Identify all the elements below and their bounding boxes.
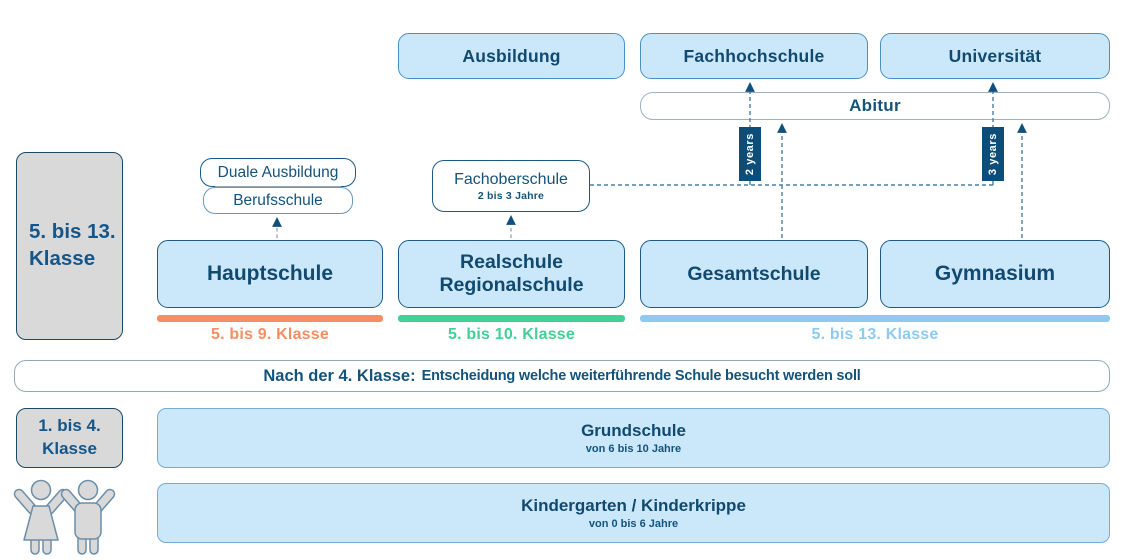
duration-badge-3-years-label: 3 years — [987, 132, 999, 176]
duration-badge-2-years: 2 years — [739, 127, 761, 181]
box-fachhochschule-label: Fachhochschule — [683, 45, 825, 66]
box-grundschule-subtitle: von 6 bis 10 Jahre — [585, 443, 682, 455]
box-fachhochschule: Fachhochschule — [640, 33, 868, 79]
box-grundschule-title: Grundschule — [581, 421, 686, 440]
box-hauptschule-label: Hauptschule — [206, 262, 334, 285]
side-label-primary-line1: 1. bis 4. — [38, 416, 101, 436]
box-abitur: Abitur — [640, 92, 1110, 120]
grade-label-gymnasium: 5. bis 13. Klasse — [811, 326, 939, 343]
grade-bar-hauptschule — [157, 315, 383, 322]
duration-badge-3-years: 3 years — [982, 127, 1004, 181]
grade-bar-gymnasium — [640, 315, 1110, 322]
box-grundschule: Grundschule von 6 bis 10 Jahre — [157, 408, 1110, 468]
side-label-primary: 1. bis 4. Klasse — [16, 408, 123, 468]
box-hauptschule: Hauptschule — [157, 240, 383, 308]
box-universitaet: Universität — [880, 33, 1110, 79]
side-label-secondary-line1: 5. bis 13. — [29, 220, 116, 244]
box-gymnasium: Gymnasium — [880, 240, 1110, 308]
boy-icon — [60, 479, 116, 555]
vocational-divider — [215, 186, 341, 187]
box-realschule: Realschule Regionalschule — [398, 240, 625, 308]
box-kindergarten: Kindergarten / Kinderkrippe von 0 bis 6 … — [157, 483, 1110, 543]
box-realschule-line1: Realschule — [460, 251, 563, 274]
box-duale-ausbildung-label: Duale Ausbildung — [217, 163, 339, 181]
box-abitur-label: Abitur — [849, 96, 901, 115]
box-duale-ausbildung: Duale Ausbildung — [200, 158, 356, 187]
side-label-secondary: 5. bis 13. Klasse — [16, 152, 123, 340]
side-label-primary-line2: Klasse — [42, 439, 97, 458]
box-ausbildung-label: Ausbildung — [462, 45, 561, 66]
box-berufsschule-label: Berufsschule — [233, 191, 323, 209]
box-ausbildung: Ausbildung — [398, 33, 625, 79]
box-kindergarten-title: Kindergarten / Kinderkrippe — [521, 496, 746, 515]
side-label-secondary-line2: Klasse — [29, 247, 96, 270]
box-berufsschule: Berufsschule — [203, 187, 353, 214]
decision-banner: Nach der 4. Klasse: Entscheidung welche … — [14, 360, 1110, 392]
girl-icon — [13, 479, 69, 555]
box-fachoberschule: Fachoberschule 2 bis 3 Jahre — [432, 160, 590, 212]
box-universitaet-label: Universität — [948, 45, 1042, 66]
box-gesamtschule: Gesamtschule — [640, 240, 868, 308]
box-fachoberschule-title: Fachoberschule — [454, 170, 568, 188]
grade-label-hauptschule: 5. bis 9. Klasse — [211, 326, 329, 343]
grade-bar-realschule — [398, 315, 625, 322]
decision-banner-text: Entscheidung welche weiterführende Schul… — [421, 368, 861, 384]
children-icon — [13, 479, 116, 555]
box-gymnasium-label: Gymnasium — [934, 262, 1056, 285]
box-gesamtschule-label: Gesamtschule — [687, 262, 821, 285]
box-fachoberschule-duration: 2 bis 3 Jahre — [477, 189, 545, 202]
decision-banner-lead: Nach der 4. Klasse: — [263, 366, 416, 385]
grade-label-realschule: 5. bis 10. Klasse — [447, 326, 576, 343]
box-kindergarten-subtitle: von 0 bis 6 Jahre — [588, 518, 679, 530]
duration-badge-2-years-label: 2 years — [744, 132, 756, 176]
box-realschule-line2: Regionalschule — [439, 274, 584, 296]
